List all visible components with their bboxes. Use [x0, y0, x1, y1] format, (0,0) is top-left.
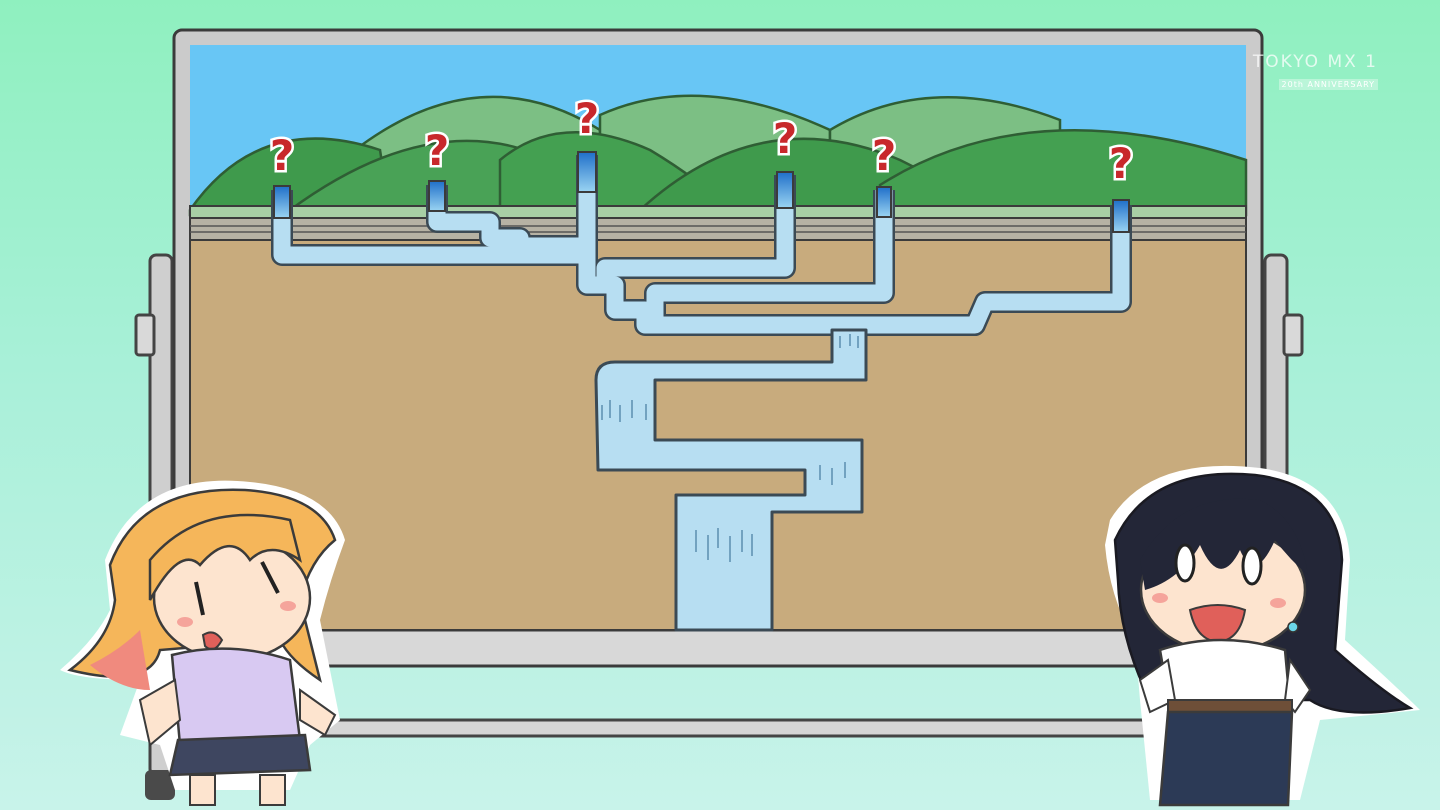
underground-river	[594, 328, 868, 632]
question-mark-3: ?	[575, 94, 599, 143]
wells	[273, 151, 1130, 233]
question-mark-1: ?	[270, 131, 294, 180]
question-mark-2: ?	[425, 126, 449, 175]
watermark-sub: 20th ANNIVERSARY	[1278, 79, 1378, 90]
river-ripples	[601, 334, 859, 562]
character-left	[60, 480, 345, 806]
gravel-strip	[189, 217, 1247, 241]
question-mark-6: ?	[1109, 139, 1133, 188]
question-mark-4: ?	[773, 114, 797, 163]
character-right	[1105, 465, 1420, 807]
question-marks: ? ? ? ? ? ?	[267, 92, 1135, 191]
channel-watermark: TOKYO MX 1 20th ANNIVERSARY	[1238, 52, 1378, 91]
watermark-main: TOKYO MX 1	[1252, 52, 1378, 72]
grass-strip	[189, 205, 1247, 219]
groundwater-channels-fill	[273, 155, 1130, 334]
board-tray	[172, 628, 1264, 668]
question-mark-5: ?	[872, 131, 896, 180]
hills	[188, 94, 1248, 217]
